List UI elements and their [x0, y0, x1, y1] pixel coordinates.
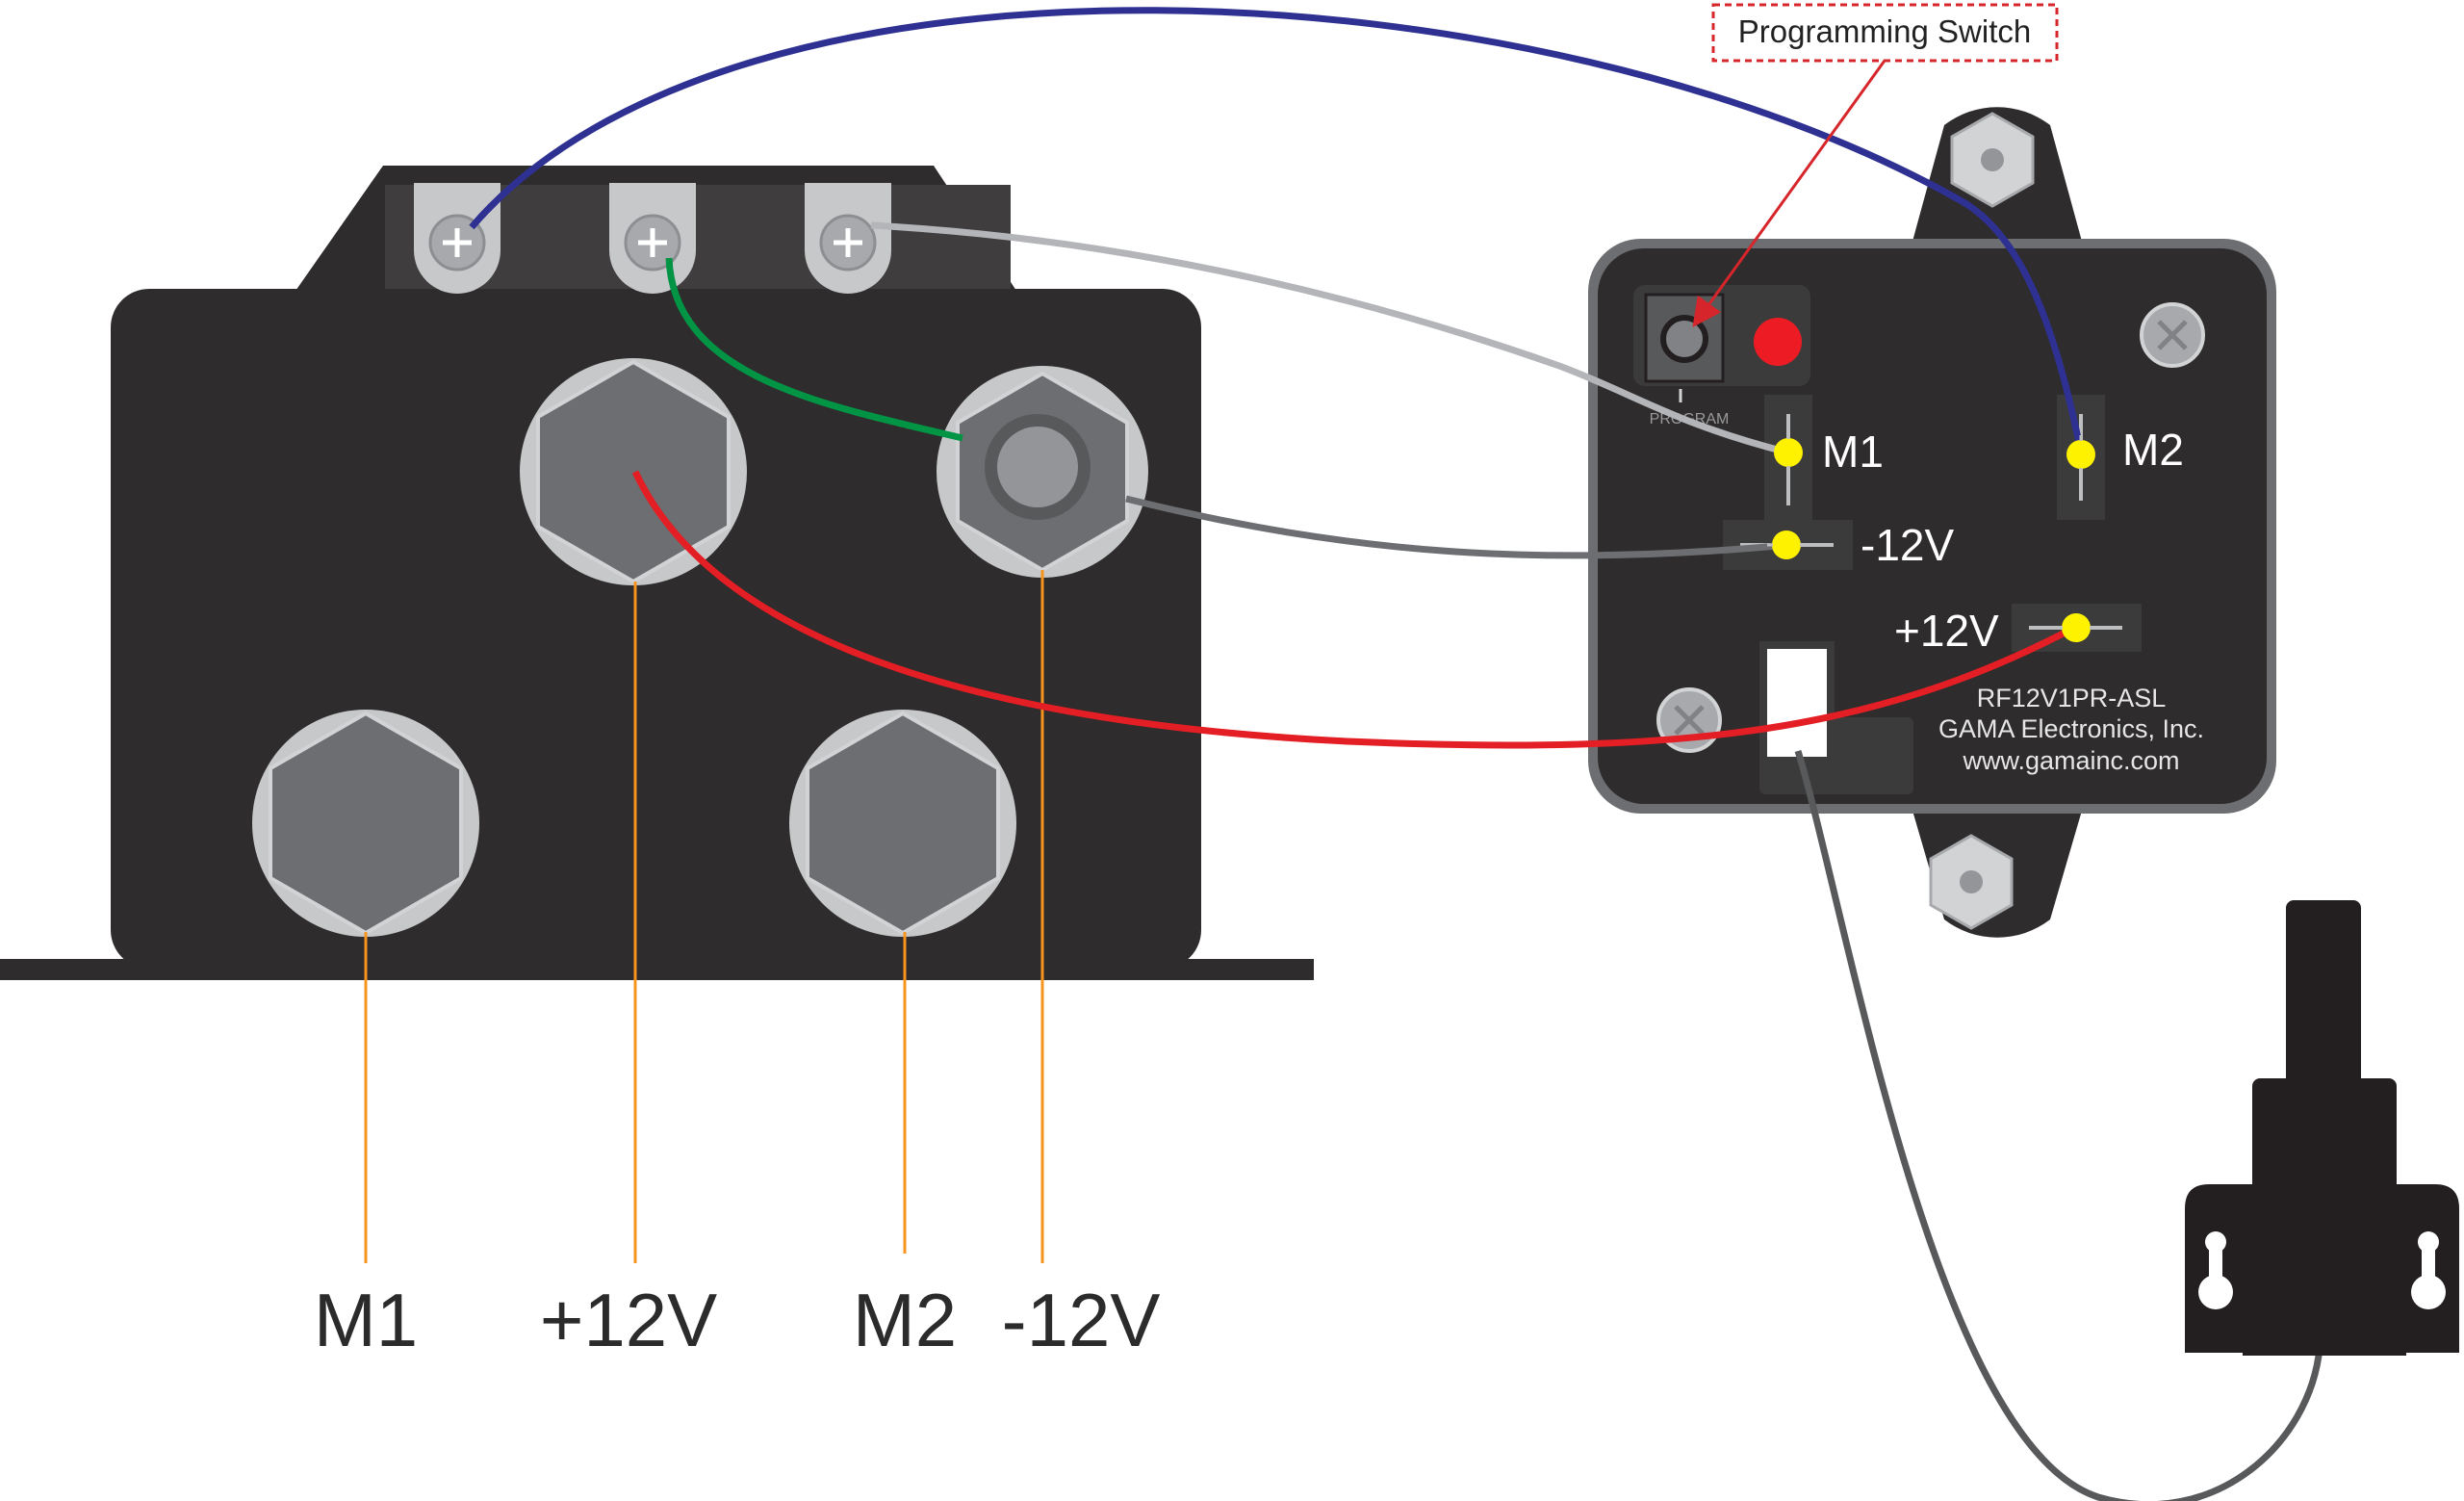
led-neg12 — [1767, 531, 1806, 559]
screw-top-right — [2140, 302, 2205, 368]
wire-gray-m1 — [870, 221, 1789, 456]
callout-box — [1711, 3, 2059, 63]
stud-m2 — [789, 710, 1016, 937]
program-button — [1660, 315, 1708, 363]
leader-lines — [364, 570, 1044, 1263]
wire-green — [665, 257, 963, 442]
solenoid-label-m2: M2 — [853, 1278, 957, 1362]
led-m2 — [2066, 435, 2095, 474]
led-pos12 — [2057, 613, 2095, 642]
mount-tab-bottom — [1911, 804, 2084, 938]
wire-gray-neg12 — [1125, 495, 1789, 559]
small-terminal-2 — [609, 183, 696, 294]
programming-switch-callout: Programming Switch — [1692, 3, 2059, 327]
status-led-red — [1754, 318, 1802, 366]
module-label-m1: M1 — [1822, 427, 1884, 477]
stud-m1 — [252, 710, 479, 937]
wire-red-pos12 — [631, 470, 2076, 749]
module-website: www.gamainc.com — [1962, 746, 2179, 775]
led-m1 — [1774, 433, 1803, 472]
module-label-pos12: +12V — [1894, 606, 1999, 656]
small-terminal-1 — [414, 183, 500, 294]
antenna — [1794, 749, 2459, 1501]
solenoid-label-neg12: -12V — [1002, 1278, 1161, 1362]
callout-arrow — [1692, 60, 1886, 327]
stud-neg12 — [937, 366, 1148, 578]
antenna-port — [1759, 641, 1913, 794]
stud-pos12 — [520, 358, 747, 585]
solenoid-label-m1: M1 — [314, 1278, 418, 1362]
small-terminal-3 — [805, 183, 891, 294]
mount-tab-top — [1911, 107, 2084, 248]
module-label-neg12: -12V — [1861, 520, 1954, 570]
callout-text: Programming Switch — [1738, 13, 2031, 49]
mount-slot-right — [2411, 1231, 2446, 1309]
antenna-cable — [1794, 749, 2323, 1501]
solenoid-label-pos12: +12V — [540, 1278, 717, 1362]
module-manufacturer: GAMA Electronics, Inc. — [1938, 714, 2204, 743]
wires — [469, 7, 2085, 749]
terminal-leds — [1767, 433, 2095, 642]
module-model: RF12V1PR-ASL — [1977, 684, 2167, 712]
rf-module: PROGRAM M1 M2 -12V +12V RF12V1PR-ASL — [1588, 107, 2276, 938]
solenoid — [0, 166, 1314, 980]
wire-blue-m2 — [469, 7, 2085, 453]
mount-slot-left — [2198, 1231, 2233, 1309]
module-label-m2: M2 — [2122, 425, 2184, 475]
